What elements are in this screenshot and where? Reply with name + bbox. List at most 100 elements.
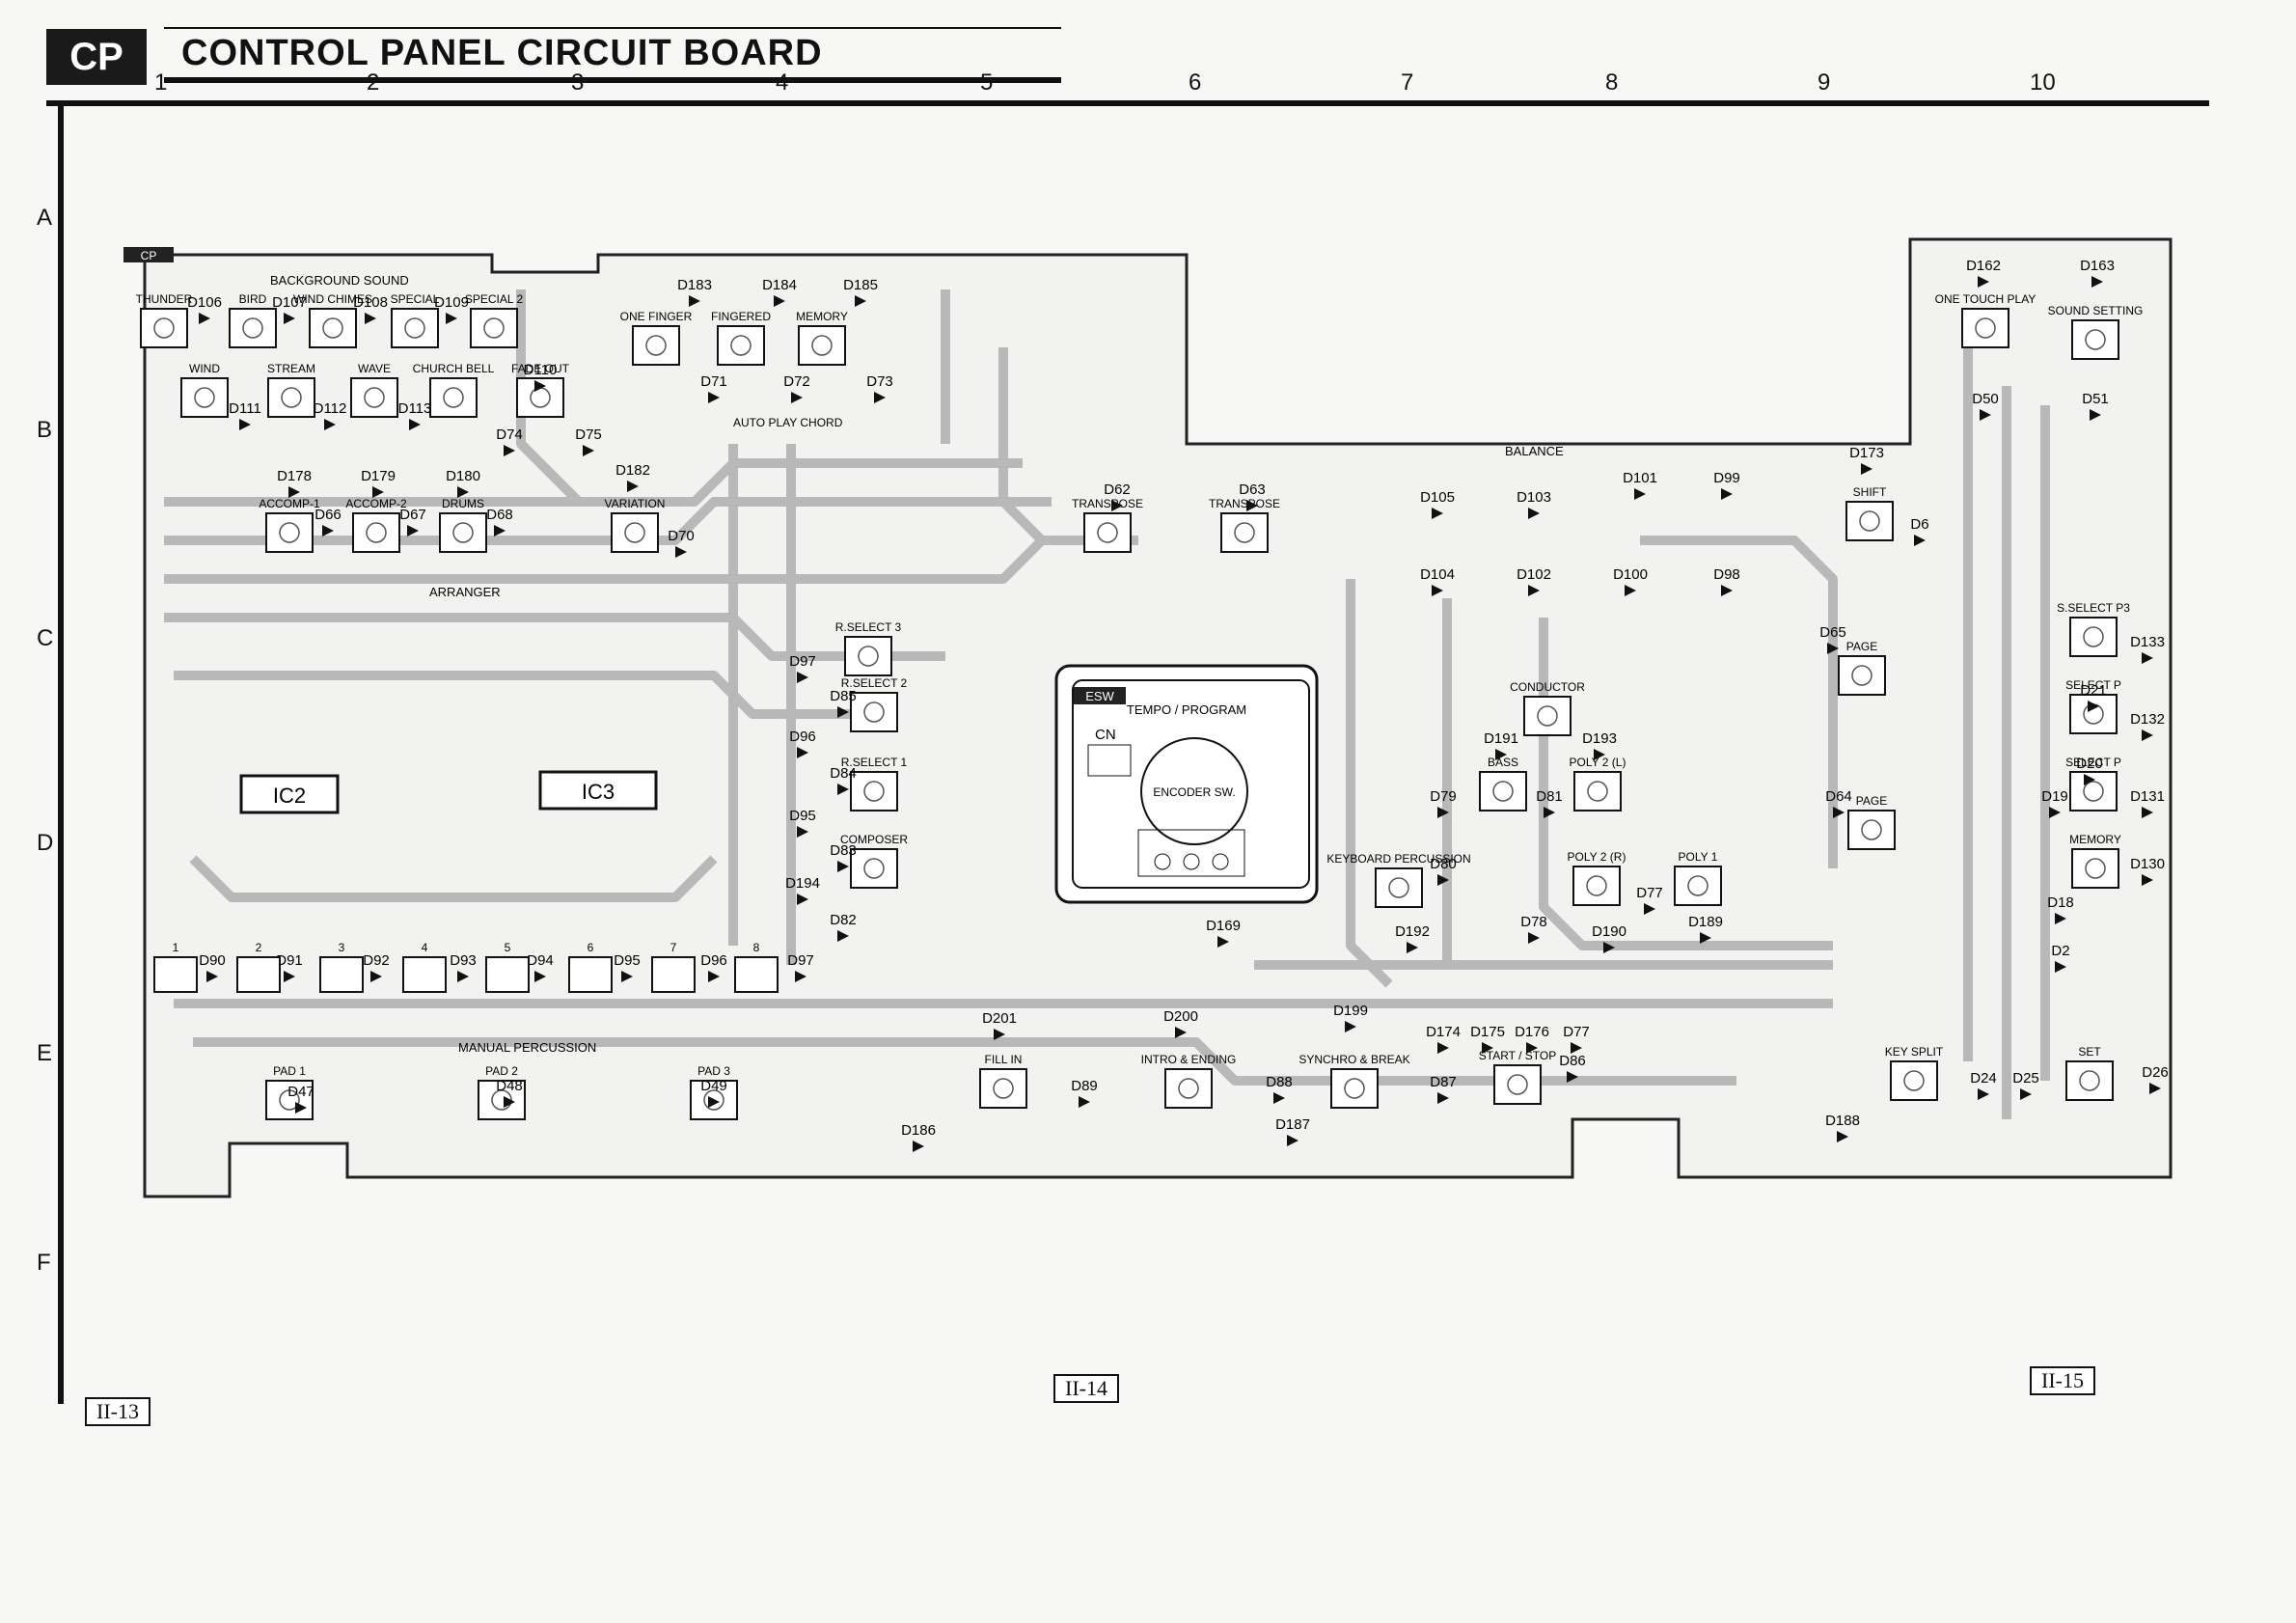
switch-one-touch-play: ONE TOUCH PLAY [1935, 292, 2036, 348]
diode-symbol [913, 1141, 924, 1152]
diode-label: D86 [1559, 1053, 1586, 1069]
switch-contact [993, 1078, 1014, 1099]
diode-label: D20 [2076, 756, 2103, 772]
diode-label: D162 [1966, 258, 2001, 274]
diode-d51: D51 [2082, 391, 2109, 421]
switch-page-down: PAGE [1847, 794, 1896, 850]
diode-d98: D98 [1713, 566, 1740, 596]
diode-d130: D130 [2130, 856, 2165, 886]
switch-number: 8 [753, 941, 760, 954]
switch-label: COMPOSER [840, 833, 908, 846]
switch-number: 2 [256, 941, 262, 954]
switch-label: BIRD [239, 292, 267, 306]
diode-symbol [1634, 488, 1646, 500]
switch-select-p1: SELECT P [2065, 756, 2121, 812]
switch-body [265, 512, 314, 553]
diode-d65: D65 [1819, 624, 1846, 654]
switch-body [180, 377, 229, 418]
diode-d50: D50 [1972, 391, 1999, 421]
diode-label: D113 [398, 400, 432, 417]
diode-symbol [994, 1029, 1005, 1040]
diode-label: D47 [287, 1084, 314, 1100]
diode-symbol [295, 1102, 307, 1114]
switch-bass: BASS [1479, 756, 1527, 812]
diode-d133: D133 [2130, 634, 2165, 664]
switch-body [391, 308, 439, 348]
diode-d179: D179 [361, 468, 396, 498]
switch-conductor: CONDUCTOR [1510, 680, 1585, 736]
switch-synchro-break: SYNCHRO & BREAK [1298, 1053, 1410, 1109]
ic3: IC3 [538, 770, 658, 811]
switch-label: BASS [1488, 756, 1518, 769]
diode-symbol [1837, 1131, 1848, 1142]
diode-d70: D70 [668, 528, 695, 558]
board-tag-bg [123, 247, 174, 262]
switch-body [2069, 694, 2118, 734]
diode-label: D190 [1592, 923, 1626, 940]
diode-symbol [1526, 1042, 1538, 1054]
trace-13 [1539, 618, 1833, 950]
diode-symbol [1079, 1096, 1090, 1108]
switch-label: PAD 1 [273, 1064, 306, 1078]
arranger-label: ARRANGER [429, 585, 501, 599]
numbered-switch-2: 2 [236, 941, 281, 993]
row-label-A: A [37, 205, 53, 231]
trace-5 [189, 855, 718, 902]
diode-d106: D106 [187, 294, 222, 324]
switch-contact [703, 1089, 724, 1111]
diode-d2: D2 [2051, 943, 2070, 973]
svg-text:IC2: IC2 [273, 784, 306, 808]
switch-label: R.SELECT 1 [841, 756, 908, 769]
diode-d201: D201 [982, 1010, 1017, 1040]
diode-label: D95 [614, 952, 641, 969]
diode-d113: D113 [398, 400, 432, 430]
diode-d87: D87 [1430, 1074, 1457, 1104]
switch-contact [1178, 1078, 1199, 1099]
switch-label: MEMORY [796, 310, 848, 323]
diode-d184: D184 [762, 277, 797, 307]
switch-label: SPECIAL 2 [465, 292, 524, 306]
switch-body [1961, 308, 2009, 348]
diode-symbol [365, 313, 376, 324]
diode-d77: D77 [1636, 885, 1663, 915]
diode-d21: D21 [2080, 682, 2107, 712]
column-label-2: 2 [367, 69, 380, 96]
switch-contact [645, 335, 667, 356]
diode-symbol [534, 971, 546, 982]
diode-label: D102 [1517, 566, 1551, 583]
switch-number: 3 [339, 941, 345, 954]
switch-start-stop: START / STOP [1479, 1049, 1556, 1105]
svg-text:TEMPO / PROGRAM: TEMPO / PROGRAM [1127, 702, 1246, 717]
diode-d107: D107 [272, 294, 307, 324]
switch-fill-in: FILL IN [979, 1053, 1027, 1109]
switch-contact [730, 335, 752, 356]
switch-contact [1492, 781, 1514, 802]
svg-text:CN: CN [1095, 727, 1116, 743]
diode-d101: D101 [1623, 470, 1657, 500]
diode-d169: D169 [1206, 918, 1241, 948]
diode-d19: D19 [2041, 788, 2068, 818]
diode-d97: D97 [789, 653, 816, 683]
diode-label: D62 [1104, 481, 1131, 498]
diode-d71: D71 [700, 373, 727, 403]
switch-contact [1587, 781, 1608, 802]
switch-label: FILL IN [985, 1053, 1023, 1066]
diode-symbol [2084, 774, 2095, 785]
diode-label: D179 [361, 468, 396, 484]
switch-poly-2-r: POLY 2 (R) [1568, 850, 1626, 906]
diode-label: D187 [1275, 1116, 1310, 1133]
switch-contact [1859, 510, 1880, 532]
switch-contact [279, 522, 300, 543]
switch-contact [1388, 877, 1409, 898]
diode-symbol [1345, 1021, 1356, 1032]
switch-body [1890, 1060, 1938, 1101]
diode-label: D88 [1266, 1074, 1293, 1090]
switch-contact [443, 387, 464, 408]
diode-d64: D64 [1825, 788, 1852, 818]
row-label-C: C [37, 625, 54, 651]
switch-label: POLY 1 [1679, 850, 1718, 864]
switch-body [568, 956, 613, 993]
diode-label: D111 [229, 400, 261, 417]
switch-contact [2079, 1070, 2100, 1091]
switch-body [798, 325, 846, 366]
